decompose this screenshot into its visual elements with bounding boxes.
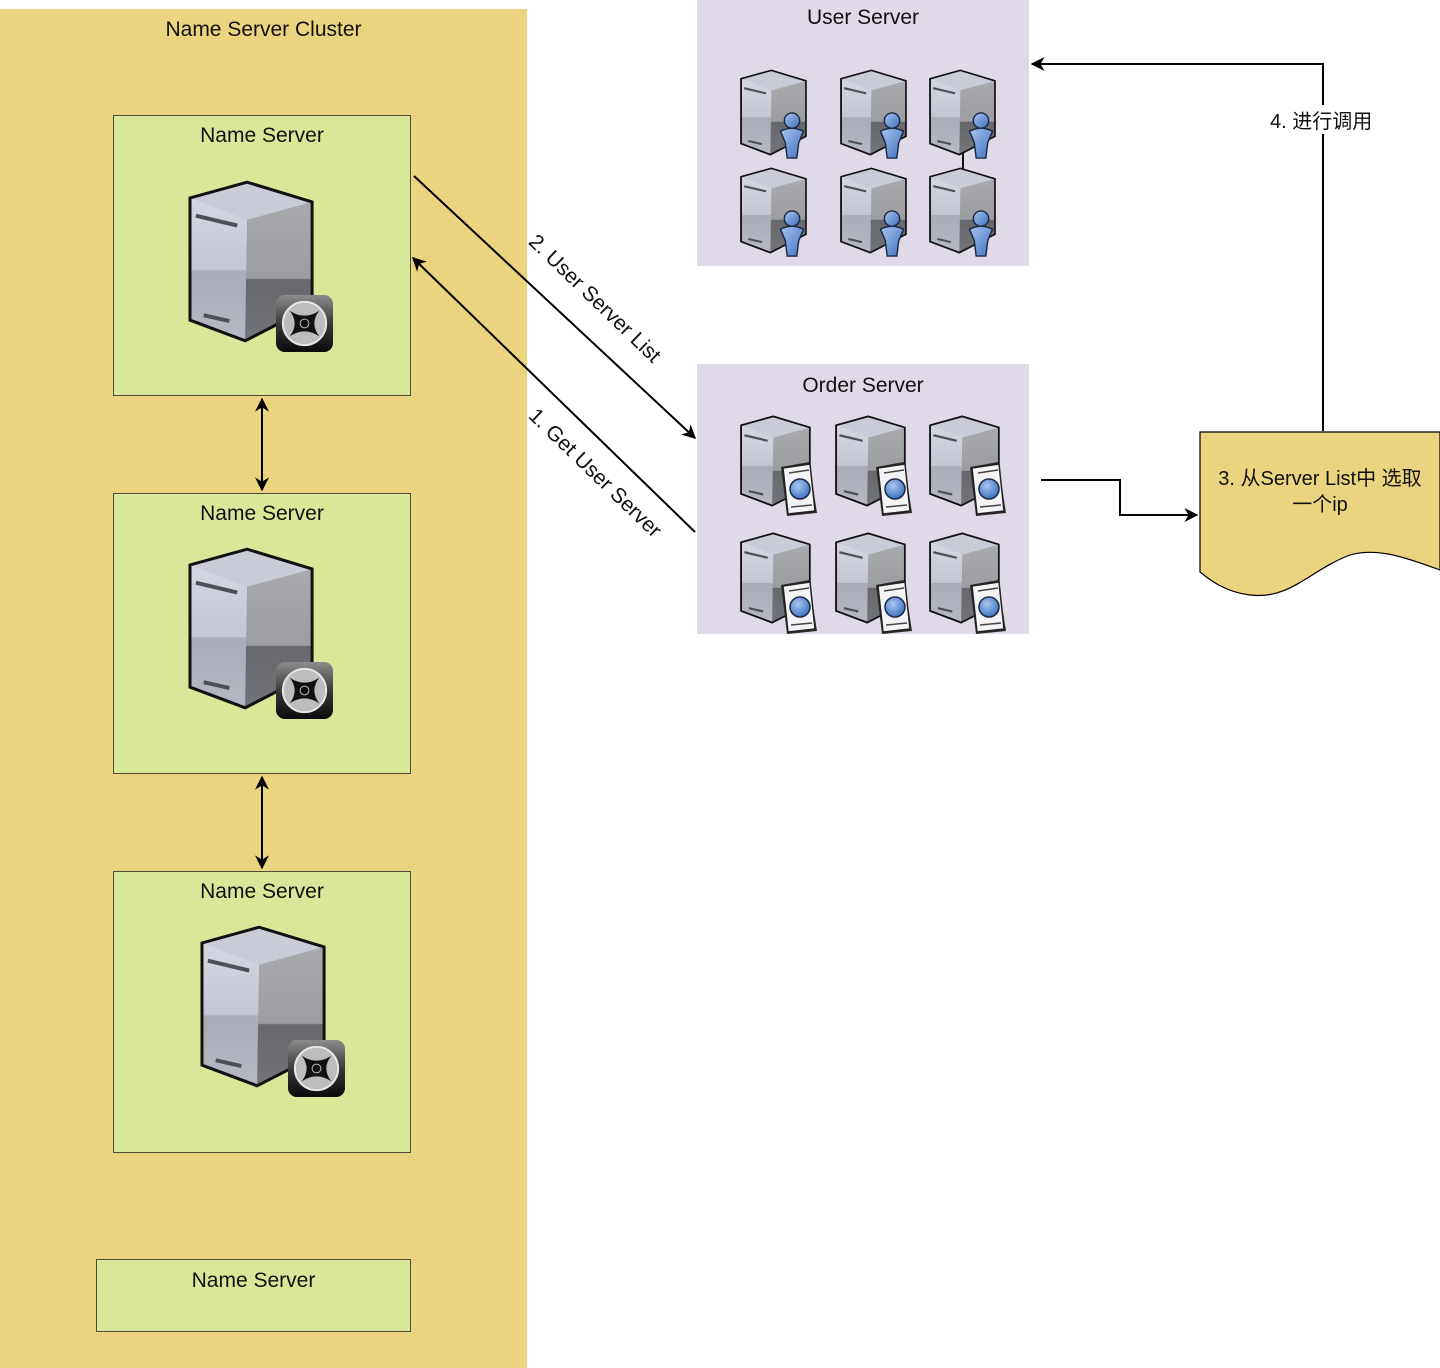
web-document-icon (780, 461, 818, 517)
user-icon (968, 112, 994, 159)
select-ip-document[interactable] (1199, 431, 1440, 597)
name-server-title: Name Server (200, 502, 324, 525)
order-server-instances (740, 415, 1007, 635)
edge-user-server-list[interactable] (413, 175, 697, 439)
edge-order-to-document[interactable] (1041, 479, 1199, 522)
name-server-badge-icon (287, 1039, 346, 1098)
edge-get-user-server[interactable] (411, 257, 696, 533)
user-icon (779, 210, 805, 257)
name-server-title: Name Server (200, 880, 324, 903)
order-server-title: Order Server (802, 374, 924, 397)
cluster-title: Name Server Cluster (165, 18, 362, 41)
user-icon (879, 112, 905, 159)
user-server-title: User Server (806, 6, 920, 29)
web-document-icon (875, 579, 913, 635)
document-text-line-1: 3. 从Server List中 选取 (1218, 468, 1422, 490)
document-text-line-2: 一个ip (1292, 494, 1348, 516)
web-document-icon (875, 461, 913, 517)
name-server-title: Name Server (191, 1269, 316, 1292)
name-server-badge-icon (275, 661, 334, 720)
document-text: 3. 从Server List中 选取 一个ip (1200, 466, 1440, 518)
edge-invoke-user-server[interactable] (1030, 57, 1324, 431)
user-icon (879, 210, 905, 257)
edge-label-invoke: 4. 进行调用 (1270, 105, 1373, 134)
user-icon (779, 112, 805, 159)
user-icon (968, 210, 994, 257)
name-server-badge-icon (275, 294, 334, 353)
web-document-icon (969, 461, 1007, 517)
name-server-node-4[interactable]: Name Server (96, 1259, 411, 1332)
user-server-instances (740, 69, 996, 257)
web-document-icon (780, 579, 818, 635)
name-server-title: Name Server (200, 124, 324, 147)
web-document-icon (969, 579, 1007, 635)
